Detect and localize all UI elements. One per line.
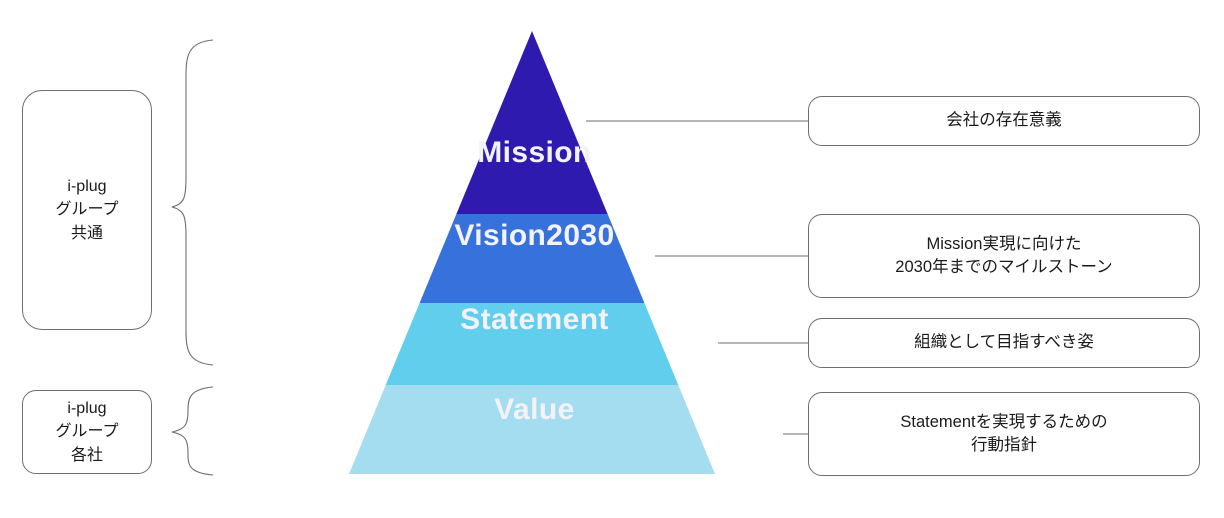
callout-label-statement: 組織として目指すべき姿: [914, 333, 1094, 352]
callout-box-vision[interactable]: Mission実現に向けた 2030年までのマイルストーン: [808, 214, 1200, 298]
callout-label-mission: 会社の存在意義: [946, 111, 1062, 130]
brace-companies: [171, 386, 214, 476]
pyramid-svg: [349, 31, 715, 474]
group-box-common[interactable]: i-plug グループ 共通: [22, 90, 152, 330]
callout-box-value[interactable]: Statementを実現するための 行動指針: [808, 392, 1200, 476]
callout-label-vision: Mission実現に向けた 2030年までのマイルストーン: [895, 234, 1113, 276]
group-box-companies-label: i-plug グループ 各社: [55, 400, 119, 464]
brace-common: [171, 39, 214, 366]
group-box-companies[interactable]: i-plug グループ 各社: [22, 390, 152, 474]
callout-box-statement[interactable]: 組織として目指すべき姿: [808, 318, 1200, 368]
pyramid-layer-value[interactable]: [349, 385, 715, 474]
pyramid-layer-statement[interactable]: [385, 303, 679, 385]
callout-box-mission[interactable]: 会社の存在意義: [808, 96, 1200, 146]
pyramid-chart: Mission Vision2030 Statement Value: [262, 25, 807, 485]
pyramid-layer-mission[interactable]: [456, 31, 608, 214]
pyramid-layer-vision[interactable]: [419, 214, 645, 303]
callout-label-value: Statementを実現するための 行動指針: [900, 412, 1108, 454]
group-box-common-label: i-plug グループ 共通: [55, 178, 119, 242]
